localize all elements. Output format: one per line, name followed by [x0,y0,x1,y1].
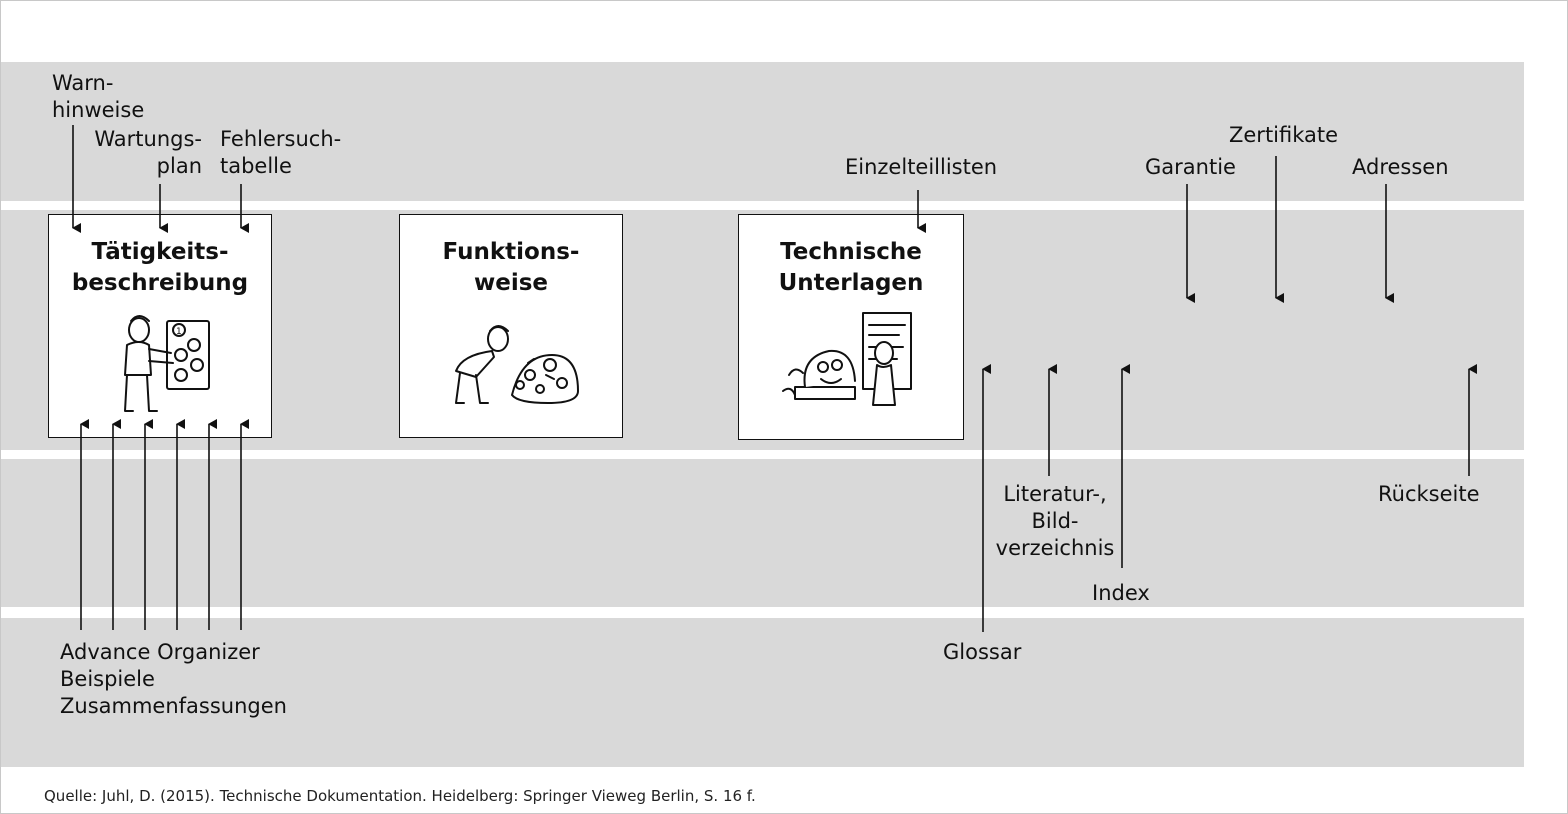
label-advance-organizer: Advance Organizer Beispiele Zusammenfass… [60,640,287,718]
box-title-technische-unterlagen: Technische Unterlagen [778,239,924,296]
band-top [1,62,1524,201]
label-adressen: Adressen [1352,155,1449,179]
source-caption: Quelle: Juhl, D. (2015). Technische Doku… [44,787,756,805]
person-with-machine-illustration [782,312,912,406]
label-zertifikate: Zertifikate [1229,123,1339,147]
label-literaturverzeichnis: Literatur-, Bild- verzeichnis [995,482,1115,560]
band-bottom [1,618,1524,767]
label-einzelteillisten: Einzelteillisten [845,155,998,179]
label-rueckseite: Rückseite [1378,482,1480,506]
box-funktionsweise: Funktions- weise [399,214,623,438]
label-index: Index [1092,581,1150,605]
label-warnhinweise: Warn- hinweise [52,71,145,122]
box-taetigkeitsbeschreibung: Tätigkeits- beschreibung 1 [48,214,272,438]
label-wartungsplan: Wartungs- plan [94,127,202,178]
person-with-parts-illustration [455,325,579,404]
svg-text:1: 1 [176,327,182,337]
band-lower [1,459,1524,607]
box-technische-unterlagen: Technische Unterlagen [738,214,964,440]
label-fehlersuchtabelle: Fehlersuch- tabelle [220,127,342,178]
person-at-panel-illustration: 1 [124,315,210,412]
box-title-funktionsweise: Funktions- weise [442,239,580,296]
label-glossar: Glossar [943,640,1022,664]
box-title-taetigkeitsbeschreibung: Tätigkeits- beschreibung [71,239,249,296]
label-garantie: Garantie [1145,155,1236,179]
